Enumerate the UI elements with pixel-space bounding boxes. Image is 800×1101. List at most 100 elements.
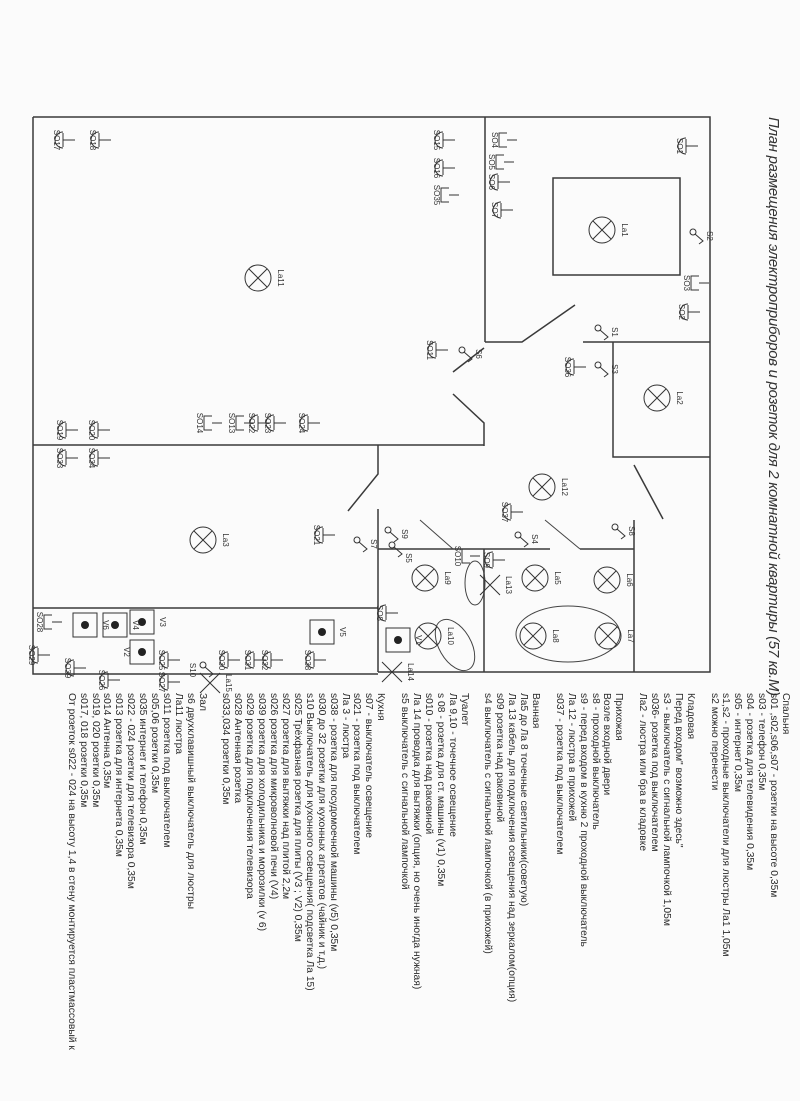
plan-label: SO19 [55, 420, 64, 441]
plan-label: SO2 [677, 304, 686, 321]
switch-icon: S4 [514, 531, 539, 548]
legend-line: s9 - перед входом в кухню 2 проходной вы… [577, 693, 589, 947]
socket-icon: SO17 [52, 130, 75, 151]
plan-label: La12 [560, 478, 569, 496]
plan-label: S8 [627, 526, 636, 536]
plan-label: SO36 [563, 357, 572, 378]
legend-line: s10 Выключатель для кухонного освещения(… [303, 693, 315, 991]
lamp-icon: La2 [643, 384, 684, 412]
socket-icon: SO6 [487, 173, 510, 191]
legend-line: s3 - выключатель с сигнальной лампочкой … [660, 693, 672, 926]
socket-icon: SO7 [490, 201, 513, 219]
socket-icon: SO11 [425, 340, 448, 360]
lamp-icon: La6 [593, 566, 634, 594]
plan-label: SO16 [432, 158, 441, 179]
plan-label: S1 [610, 327, 619, 337]
legend-heading: Ванная [530, 693, 542, 729]
plan-label: S5 [404, 553, 413, 563]
data-socket-icon: SO14 [195, 413, 222, 434]
lamp-icon: La3 [189, 526, 230, 554]
plan-label: SO1 [675, 138, 684, 155]
plan-label: SO5 [487, 154, 496, 171]
switch-icon: S8 [611, 523, 636, 540]
fixture-point-icon: La14 [381, 661, 415, 683]
plan-label: V4 [131, 620, 140, 630]
legend-line: Ла 14 проводка для вытяжки (опция, но оч… [410, 693, 422, 990]
socket-icon: SO2 [677, 303, 700, 321]
appliance-icon: V3 [129, 609, 167, 635]
legend-line: s05 - интернет 0,35м [732, 693, 744, 793]
socket-icon: SO19 [55, 420, 78, 441]
plan-label: La8 [551, 629, 560, 643]
plan-label: SO26 [97, 670, 106, 691]
fixture-point-icon: La13 [479, 574, 513, 596]
plan-label: V2 [122, 647, 131, 657]
plan-label: SO35 [432, 185, 441, 206]
plan-label: SO25 [157, 650, 166, 671]
socket-icon: SO15 [432, 130, 455, 151]
plan-label: SO39 [63, 658, 72, 679]
legend-line: s 08 - розетка для ст. машины (v1) 0,35м [434, 693, 446, 887]
socket-icon: SO20 [87, 420, 110, 441]
appliance-icon: V1 [385, 627, 423, 653]
data-socket-icon: SO4 [490, 132, 517, 149]
switch-icon: S10 [188, 661, 214, 678]
plan-label: La11 [276, 269, 285, 287]
legend-line: Ла 12 - люстра в прихожей [565, 693, 577, 822]
legend-line: s029 розетка для подключения телевизора [244, 693, 256, 899]
plan-label: La1 [620, 223, 629, 237]
legend-line: s03 - телефон 0,35м [756, 693, 768, 791]
plan-label: La14 [406, 663, 415, 681]
data-socket-icon: SO3 [682, 275, 709, 292]
switch-icon: S2 [689, 228, 714, 245]
plan-label: SO37 [500, 502, 509, 523]
plan-label: La9 [443, 571, 452, 585]
legend-heading: Спальня [780, 693, 791, 735]
socket-icon: SO21 [312, 525, 335, 546]
switch-icon: S5 [388, 541, 413, 563]
legend-line: s039 розетка для холодильника и морозилк… [256, 693, 268, 931]
appliance-icon: V4 [102, 612, 140, 638]
plan-label: La10 [446, 627, 455, 645]
socket-icon: SO25 [157, 650, 180, 671]
plan-label: SO22 [247, 413, 256, 434]
socket-icon: SO26 [97, 670, 120, 691]
plan-label: La13 [504, 576, 513, 594]
page-title: План размещения электроприборов и розето… [765, 117, 782, 696]
legend-line: s019, 020 розетки 0,35м [89, 693, 101, 808]
plan-label: SO9 [482, 552, 491, 569]
legend-line: Ла5 до Ла 8 точечные светильники(советую… [518, 693, 530, 907]
data-socket-icon: SO28 [35, 612, 62, 633]
socket-icon: SO18 [88, 130, 111, 151]
legend-line: s013 розетка для интернета 0,35м [113, 693, 125, 857]
plan-label: SO6 [487, 174, 496, 191]
legend-line: s014 Антенна 0,35м [101, 693, 113, 789]
socket-icon: SO30 [217, 650, 240, 671]
legend-heading: Кухня [375, 693, 387, 721]
legend-line: s010 - розетка над раковиной [422, 693, 434, 835]
legend-line: Возле входной двери [601, 693, 613, 796]
legend-line: s6 двухклавишный выключатель для люстры [184, 693, 196, 910]
plan-label: SO17 [52, 130, 61, 151]
legend-line: s036- розетка под выключателем [649, 693, 661, 852]
plan-label: SO13 [227, 413, 236, 434]
plan-label: S10 [188, 663, 197, 678]
plan-label: S3 [610, 364, 619, 374]
legend-line: s011 розетка под выключателем [160, 693, 172, 848]
socket-icon: SO22 [247, 413, 270, 434]
plan-label: La15 [224, 674, 233, 692]
plan-label: La5 [553, 571, 562, 585]
plan-label: S7 [369, 539, 378, 549]
legend-line: s05,06 розетки 0,35м [149, 693, 161, 794]
bed-outline [552, 177, 681, 276]
plan-label: SO24 [297, 413, 306, 434]
socket-icon: SO27 [157, 672, 180, 693]
legend-line: s017, 018 розетки 0,35м [77, 693, 89, 808]
lamp-icon: La12 [528, 473, 569, 501]
